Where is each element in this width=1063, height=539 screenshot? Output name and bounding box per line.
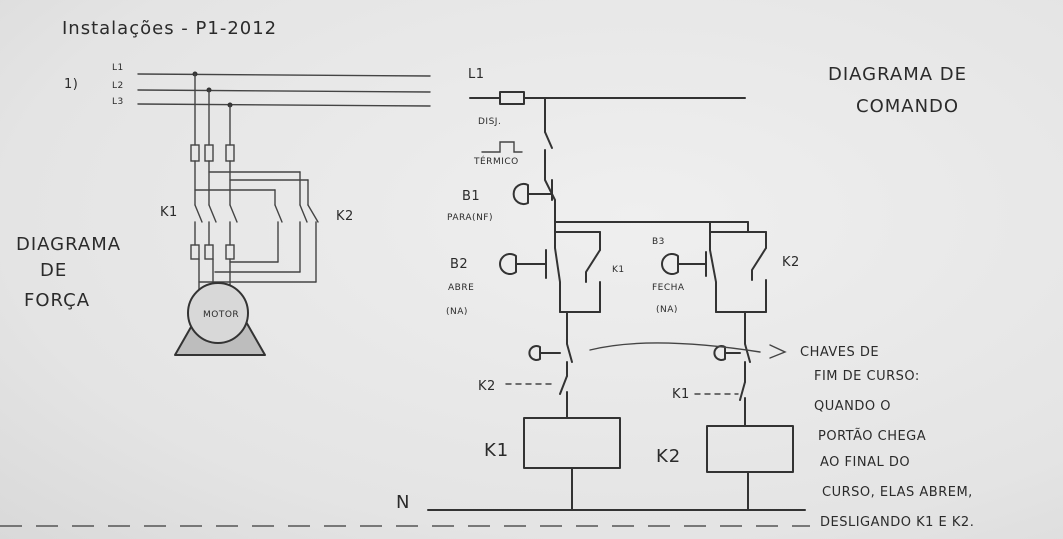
limit-switch-k1 (528, 339, 573, 377)
limit-switch-note: CHAVES DE FIM DE CURSO: QUANDO O PORTÃO … (800, 345, 974, 530)
thermal-label: TÉRMICO (473, 155, 519, 167)
control-caption-1: DIAGRAMA DE (828, 64, 967, 85)
note-line-3: QUANDO O (814, 399, 891, 414)
k1-power-contacts (194, 204, 238, 223)
phase-label-l3: L3 (112, 97, 124, 107)
b3-button (661, 253, 707, 275)
k1-interlock-label: K1 (672, 387, 690, 402)
note-line-6: CURSO, ELAS ABREM, (822, 485, 973, 500)
note-line-5: AO FINAL DO (820, 455, 910, 470)
limit-switch-k2 (713, 339, 751, 383)
b2-desc-1: ABRE (448, 283, 474, 293)
b2-button (499, 253, 547, 275)
b3-desc-1: FECHA (652, 283, 685, 293)
coil-k1 (523, 417, 621, 469)
phase-label-l2: L2 (112, 81, 124, 91)
phase-label-l1: L1 (112, 63, 124, 73)
k1-interlock-contact (739, 381, 746, 427)
supply-label: L1 (468, 67, 485, 82)
note-line-7: DESLIGANDO K1 E K2. (820, 515, 974, 530)
note-line-2: FIM DE CURSO: (814, 369, 920, 384)
note-line-4: PORTÃO CHEGA (818, 428, 926, 444)
thermal-relay-power (190, 244, 235, 260)
neutral-label: N (396, 492, 410, 513)
coil-k1-label: K1 (484, 440, 509, 461)
fuses (190, 144, 235, 162)
k2-aux-label: K2 (782, 255, 800, 270)
b3-contact (705, 249, 717, 313)
question-number: 1) (64, 77, 78, 92)
control-caption-2: COMANDO (856, 96, 959, 117)
coil-k2 (706, 425, 794, 473)
b1-desc: PARA(NF) (447, 213, 493, 223)
b2-label: B2 (450, 257, 468, 272)
power-caption-1: DIAGRAMA (16, 234, 121, 255)
thermal-contact (544, 131, 553, 179)
power-caption-3: FORÇA (24, 290, 90, 311)
disj-label: DISJ. (478, 117, 501, 127)
b1-button (512, 183, 553, 205)
phase-line-l2 (137, 89, 431, 93)
b1-contact (544, 177, 556, 223)
phase-line-l3 (137, 103, 431, 107)
power-caption-2: DE (40, 260, 67, 281)
b3-label: B3 (652, 237, 665, 247)
thermal-symbol (481, 141, 523, 153)
coil-k2-label: K2 (656, 446, 681, 467)
note-line-1: CHAVES DE (800, 345, 879, 360)
fuse (499, 91, 525, 105)
power-diagram: L1 L2 L3 K1 (16, 63, 431, 356)
b2-contact (545, 245, 561, 313)
motor: MOTOR (174, 282, 266, 356)
b3-desc-2: (NA) (656, 305, 678, 315)
title: Instalações - P1-2012 (62, 18, 277, 39)
k2-interlock-label: K2 (478, 379, 496, 394)
motor-label: MOTOR (203, 310, 239, 320)
k2-power-label: K2 (336, 209, 354, 224)
note-arrow (589, 342, 761, 353)
b2-desc-2: (NA) (446, 307, 468, 317)
k1-aux-contact (585, 249, 601, 313)
phase-line-l1 (137, 73, 431, 77)
k2-power-contacts (274, 204, 319, 223)
k2-aux-contact (751, 247, 767, 313)
b1-label: B1 (462, 189, 480, 204)
k1-power-label: K1 (160, 205, 178, 220)
k1-aux-label: K1 (612, 265, 625, 275)
control-diagram: DIAGRAMA DE COMANDO L1 DISJ. TÉRMICO B1 … (396, 64, 967, 513)
k2-interlock-contact (559, 375, 568, 419)
